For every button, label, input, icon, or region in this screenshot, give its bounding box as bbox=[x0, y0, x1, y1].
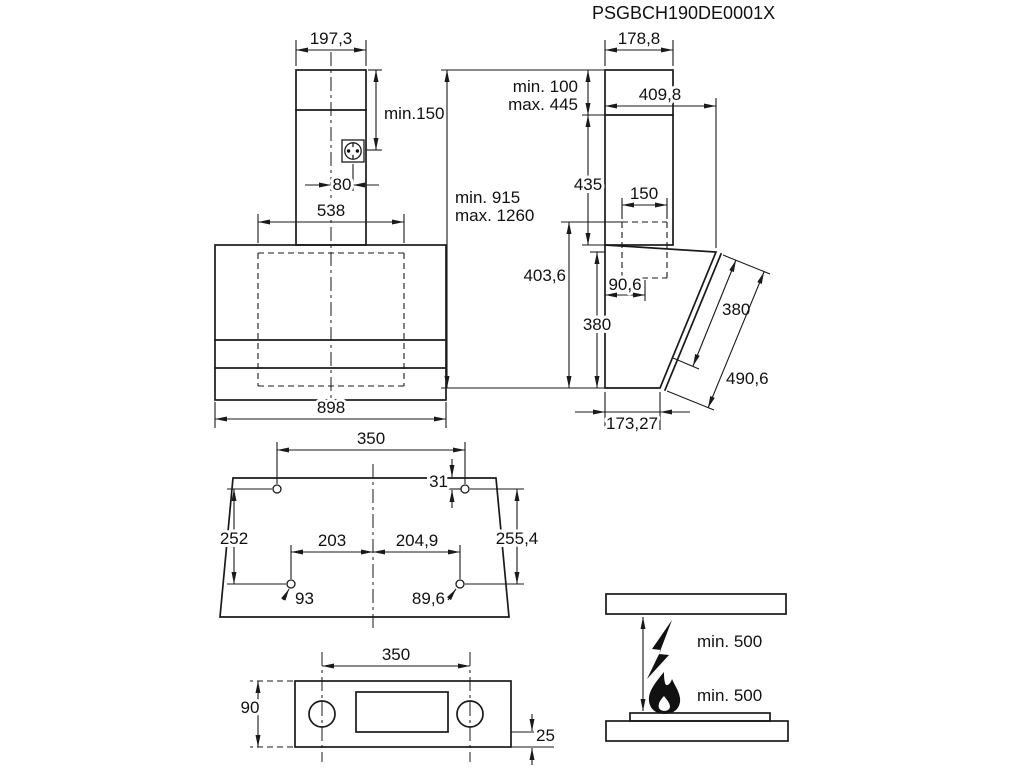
dim-front-body-width: 898 bbox=[317, 398, 345, 417]
dim-side-telescopic-max: max. 445 bbox=[508, 95, 578, 114]
dim-mount-bottom-left-offset: 93 bbox=[295, 589, 314, 608]
front-view: 197,3 min.150 80 538 898 bbox=[214, 26, 447, 428]
dim-side-total-max: max. 1260 bbox=[455, 206, 534, 225]
dim-panel-knob-span: 350 bbox=[382, 645, 410, 664]
dim-panel-edge-offset: 25 bbox=[536, 726, 555, 745]
side-view: 178,8 min. 100 max. 445 435 min. 915 max… bbox=[441, 26, 772, 436]
dim-side-total-depth: 409,8 bbox=[639, 85, 682, 104]
dim-front-duct-width: 538 bbox=[317, 201, 345, 220]
panel-view: 350 90 25 bbox=[238, 642, 558, 765]
flame-icon bbox=[648, 672, 681, 714]
dim-side-bracket-offset: 90,6 bbox=[608, 275, 641, 294]
dim-side-total-min: min. 915 bbox=[455, 188, 520, 207]
dim-mount-right-center-span: 204,9 bbox=[396, 531, 439, 550]
dim-front-chimney-min-height: min.150 bbox=[384, 104, 444, 123]
dim-side-chimney-height: 435 bbox=[574, 175, 602, 194]
clearance-gas-label: min. 500 bbox=[697, 686, 762, 705]
dim-side-chimney-depth: 178,8 bbox=[618, 29, 661, 48]
dim-mount-bottom-right-offset: 89,6 bbox=[412, 589, 445, 608]
dim-mount-top-holes-span: 350 bbox=[357, 429, 385, 448]
mount-template-view: 350 31 252 255,4 203 204,9 93 89,6 bbox=[217, 426, 541, 630]
dim-front-chimney-width: 197,3 bbox=[310, 29, 353, 48]
dim-side-glass-total: 490,6 bbox=[726, 369, 769, 388]
power-outlet-icon bbox=[341, 139, 365, 163]
clearance-electric-label: min. 500 bbox=[697, 632, 762, 651]
dim-panel-height: 90 bbox=[241, 698, 260, 717]
drawing-title: PSGBCH190DE0001X bbox=[592, 3, 775, 23]
dim-side-telescopic-min: min. 100 bbox=[513, 77, 578, 96]
clearance-view: min. 500 min. 500 bbox=[605, 593, 789, 742]
dim-front-outlet-offset: 80 bbox=[333, 175, 352, 194]
dim-side-bracket-width: 150 bbox=[630, 184, 658, 203]
dim-mount-left-holes-span: 252 bbox=[220, 529, 248, 548]
dim-mount-right-holes-span: 255,4 bbox=[496, 529, 539, 548]
dim-side-base-depth: 173,27 bbox=[606, 414, 658, 433]
lightning-icon bbox=[647, 620, 672, 679]
dim-side-front-height: 380 bbox=[583, 315, 611, 334]
dim-side-rear-height: 403,6 bbox=[523, 266, 566, 285]
dim-mount-hole-edge-offset: 31 bbox=[429, 472, 448, 491]
dim-mount-left-center-span: 203 bbox=[318, 531, 346, 550]
